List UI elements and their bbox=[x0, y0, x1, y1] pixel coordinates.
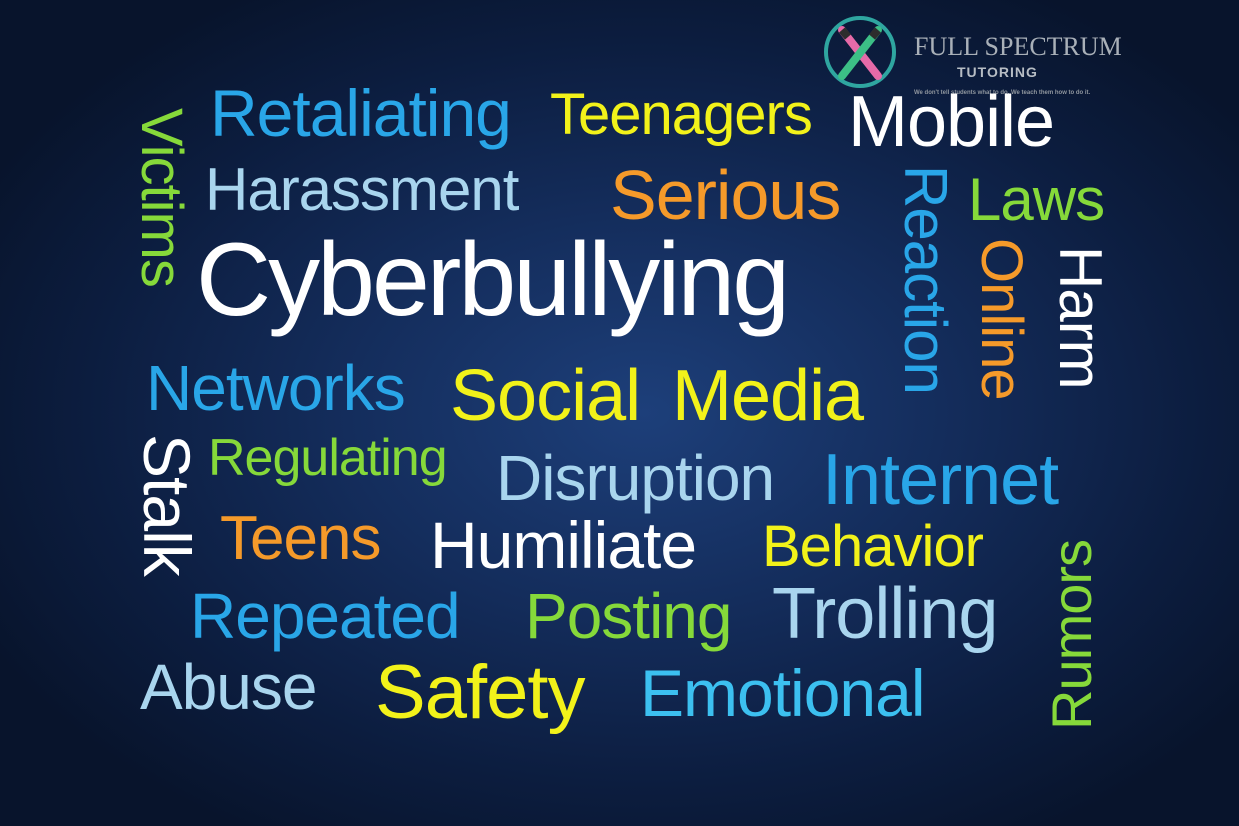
word-regulating: Regulating bbox=[208, 429, 448, 487]
word-teenagers: Teenagers bbox=[550, 82, 813, 147]
word-retaliating: Retaliating bbox=[210, 76, 512, 150]
word-trolling: Trolling bbox=[772, 574, 998, 654]
word-cyberbullying: Cyberbullying bbox=[196, 222, 790, 338]
word-laws: Laws bbox=[968, 166, 1105, 233]
word-internet: Internet bbox=[822, 440, 1059, 520]
word-online: Online bbox=[969, 238, 1034, 400]
full-spectrum-logo: FULL SPECTRUM TUTORING We don't tell stu… bbox=[822, 14, 1182, 96]
word-teens: Teens bbox=[220, 504, 381, 573]
word-networks: Networks bbox=[146, 352, 406, 424]
word-behavior: Behavior bbox=[762, 514, 984, 579]
word-mobile: Mobile bbox=[848, 82, 1055, 162]
word-emotional: Emotional bbox=[640, 656, 925, 730]
logo-tagline: We don't tell students what to do. We te… bbox=[914, 90, 1091, 96]
word-rumors: Rumors bbox=[1040, 539, 1103, 730]
word-repeated: Repeated bbox=[190, 580, 461, 652]
word-disruption: Disruption bbox=[496, 442, 775, 514]
word-stalk: Stalk bbox=[130, 434, 204, 576]
word-harassment: Harassment bbox=[205, 156, 519, 223]
word-abuse: Abuse bbox=[140, 651, 317, 723]
word-reaction: Reaction bbox=[892, 165, 959, 394]
logo-name: FULL SPECTRUM bbox=[914, 32, 1122, 61]
word-victims: Victims bbox=[129, 108, 194, 287]
word-social: Social bbox=[450, 356, 641, 436]
word-media: Media bbox=[672, 356, 864, 436]
word-posting: Posting bbox=[525, 580, 732, 652]
word-harm: Harm bbox=[1047, 246, 1114, 389]
logo-subtitle: TUTORING bbox=[957, 64, 1038, 80]
word-safety: Safety bbox=[375, 650, 585, 735]
word-humiliate: Humiliate bbox=[430, 508, 697, 582]
word-serious: Serious bbox=[610, 156, 841, 234]
logo-pencil-x-icon bbox=[824, 16, 896, 88]
